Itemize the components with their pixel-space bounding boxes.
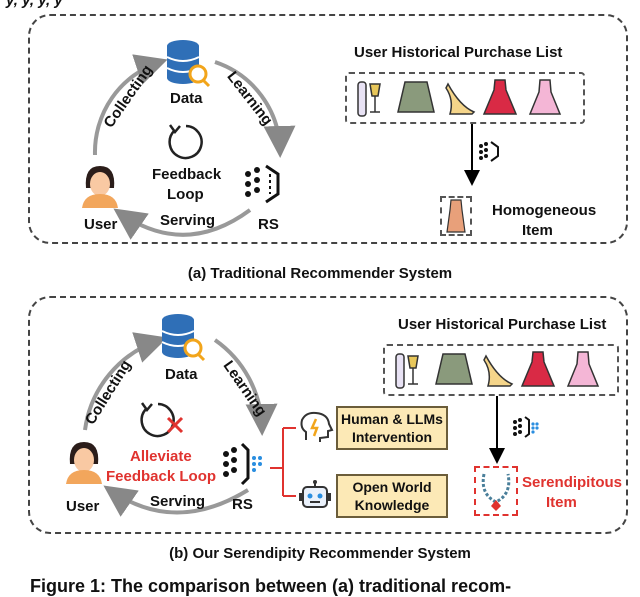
panel-b-result-line1: Serendipitous — [522, 474, 623, 491]
panel-a-loop-line2: Loop — [167, 186, 204, 203]
panel-a-purchase-title: User Historical Purchase List — [354, 44, 563, 61]
box1-line2: Intervention — [351, 429, 433, 445]
panel-a-serving-label: Serving — [160, 212, 216, 229]
panel-b-user-label: User — [66, 498, 100, 515]
rs-icon — [513, 416, 539, 438]
panel-b-loop-line1: Alleviate — [130, 448, 192, 465]
red-dress-icon — [520, 351, 556, 387]
rs-icon — [223, 442, 262, 486]
user-icon — [82, 166, 118, 208]
panel-b-purchase-title: User Historical Purchase List — [398, 316, 607, 333]
panel-b-serving-label: Serving — [150, 493, 206, 510]
figure-caption-partial: Figure 1: The comparison between (a) tra… — [30, 576, 512, 596]
heel-icon — [445, 82, 476, 115]
panel-b-result-line2: Item — [546, 494, 577, 511]
panel-b-data-label: Data — [165, 366, 198, 383]
panel-serendipity — [28, 296, 628, 534]
necklace-icon — [481, 473, 511, 511]
panel-a-user-label: User — [84, 216, 118, 233]
homogeneous-item-icon — [446, 199, 466, 233]
panel-b-loop-line2: Feedback Loop — [106, 468, 217, 485]
user-icon — [66, 442, 102, 484]
rs-icon — [245, 164, 280, 204]
rs-icon — [479, 141, 499, 162]
robot-icon — [299, 480, 331, 508]
panel-a-result-line2: Item — [522, 222, 553, 239]
panel-b-caption: (b) Our Serendipity Recommender System — [169, 545, 471, 562]
wine-icon — [357, 81, 381, 117]
panel-a-rs-label: RS — [258, 216, 279, 233]
box2-line1: Open World — [352, 479, 432, 495]
brain-icon — [300, 411, 334, 442]
box-human-llms: Human & LLMs Intervention — [336, 406, 448, 450]
pink-dress-icon — [566, 351, 600, 387]
panel-b-items — [395, 351, 600, 389]
panel-b-rs-label: RS — [232, 496, 253, 513]
box-open-world: Open World Knowledge — [336, 474, 448, 518]
database-icon — [161, 314, 206, 362]
panel-a-items — [357, 79, 562, 117]
panel-traditional — [28, 14, 628, 244]
loop-icon — [140, 402, 184, 438]
header-fragment: y, y, y, y — [6, 0, 63, 9]
homogeneous-item-box — [440, 196, 472, 236]
box2-line2: Knowledge — [354, 497, 430, 513]
wine-icon — [395, 353, 419, 389]
skirt-icon — [397, 81, 435, 113]
database-icon — [166, 40, 211, 88]
pink-dress-icon — [528, 79, 562, 115]
panel-a-loop-line1: Feedback — [152, 166, 222, 183]
red-dress-icon — [482, 79, 518, 115]
panel-a-data-label: Data — [170, 90, 203, 107]
heel-icon — [483, 354, 514, 387]
loop-icon — [168, 124, 203, 160]
skirt-icon — [435, 353, 473, 385]
cross-icon — [166, 416, 184, 434]
serendipitous-item-box — [474, 466, 518, 516]
panel-a-result-line1: Homogeneous — [492, 202, 597, 219]
box1-line1: Human & LLMs — [341, 411, 443, 427]
panel-a-caption: (a) Traditional Recommender System — [187, 265, 453, 282]
